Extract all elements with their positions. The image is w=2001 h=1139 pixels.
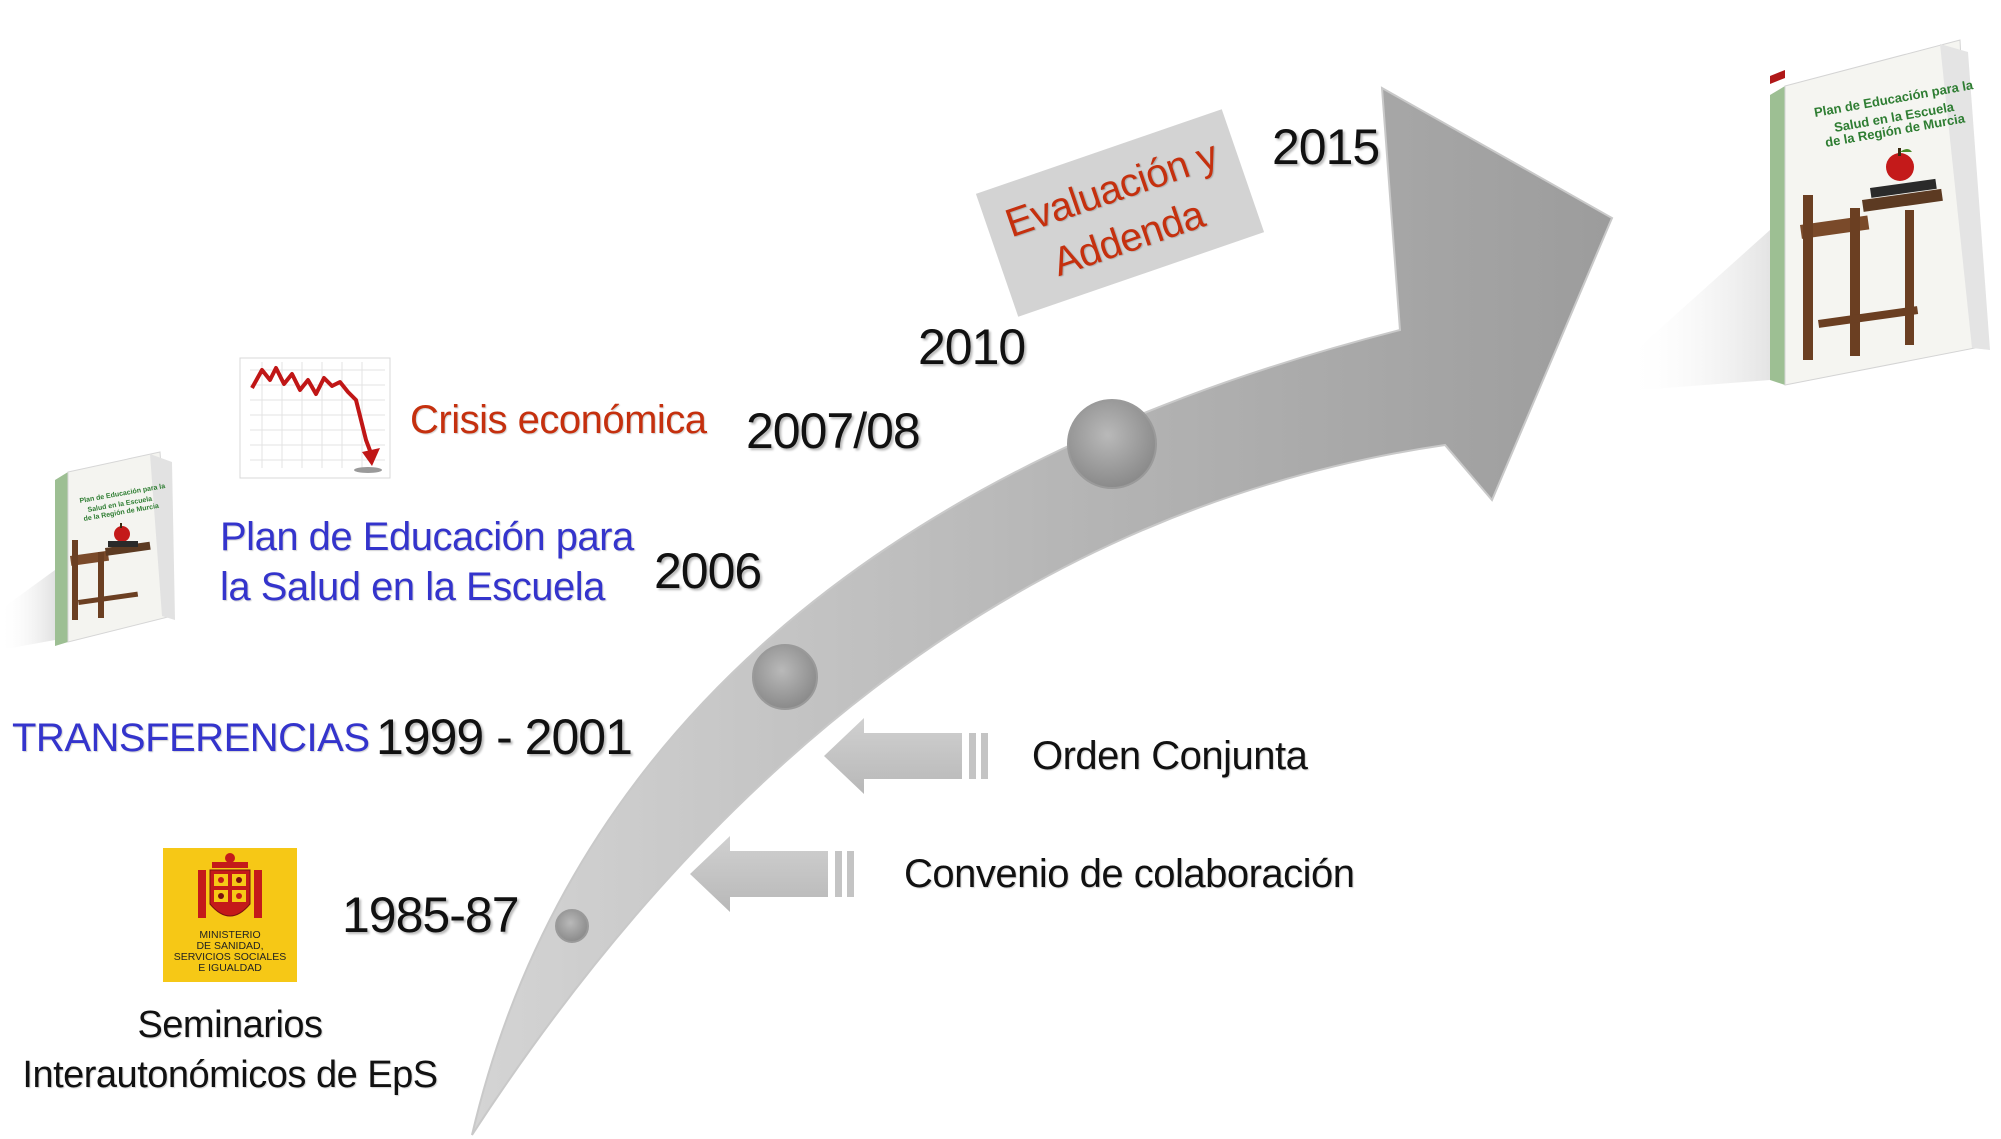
book-cover-large-icon: Plan de Educación para la Salud en la Es…: [1625, 39, 1990, 390]
year-2007: 2007/08: [746, 403, 921, 459]
year-1985: 1985-87: [342, 887, 519, 943]
logo-line-2: DE SANIDAD,: [196, 940, 264, 952]
label-seminarios-line2: Interautonómicos de EpS: [22, 1054, 438, 1096]
arrow-left-icon: [690, 836, 854, 912]
year-2015: 2015: [1272, 119, 1380, 175]
arrow-left-icon: [824, 718, 988, 794]
year-1999: 1999 - 2001: [376, 709, 633, 765]
label-plan-line2: la Salud en la Escuela: [220, 565, 605, 609]
label-seminarios-line1: Seminarios: [137, 1004, 323, 1046]
label-transferencias: TRANSFERENCIAS: [12, 716, 370, 760]
logo-line-4: E IGUALDAD: [198, 962, 262, 974]
label-plan: Plan de Educación para la Salud en la Es…: [220, 512, 634, 612]
logo-line-1: MINISTERIO: [199, 929, 261, 941]
ministry-logo-text: MINISTERIO DE SANIDAD, SERVICIOS SOCIALE…: [163, 930, 297, 974]
evaluacion-box: [975, 109, 1265, 317]
year-2010: 2010: [918, 319, 1026, 375]
label-orden-conjunta: Orden Conjunta: [1032, 734, 1308, 778]
label-convenio: Convenio de colaboración: [904, 852, 1355, 896]
label-crisis: Crisis económica: [410, 398, 707, 442]
label-seminarios: Seminarios Interautonómicos de EpS: [20, 1000, 440, 1100]
year-2006: 2006: [654, 543, 762, 599]
logo-line-3: SERVICIOS SOCIALES: [173, 951, 287, 963]
falling-chart-icon: [239, 357, 391, 479]
timeline-arrow: [471, 86, 1614, 1136]
label-plan-line1: Plan de Educación para: [220, 515, 634, 559]
timeline-dot-2006: [752, 644, 818, 710]
timeline-dot-1985: [555, 909, 589, 943]
book-cover-small-icon: Plan de Educación para la Salud en la Es…: [0, 451, 175, 650]
timeline-dot-2010: [1067, 399, 1157, 489]
coat-of-arms-icon: [163, 848, 297, 982]
